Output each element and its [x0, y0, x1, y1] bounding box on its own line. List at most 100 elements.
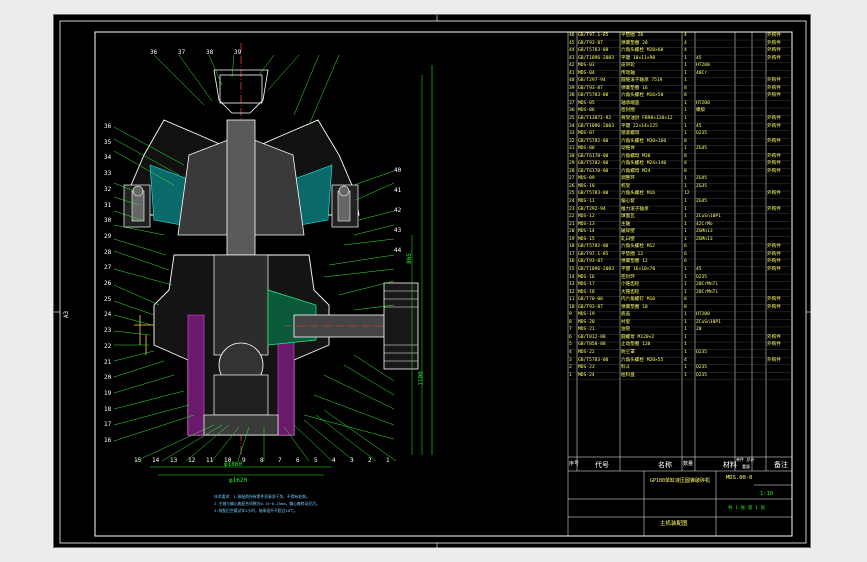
- bom-cell-code: GB/T5783-00: [578, 357, 609, 363]
- bom-cell-n: 14: [569, 274, 575, 280]
- bom-cell-code: MDS-10: [578, 183, 595, 189]
- bom-cell-name: 六角头螺栓 M20×55: [621, 357, 664, 363]
- bom-cell-m: Q235: [696, 365, 708, 371]
- part-number-label: 2: [368, 457, 372, 464]
- bom-cell-code: MDS-18: [578, 289, 595, 295]
- part-number-label: 17: [104, 421, 112, 429]
- bom-cell-name: 六角头螺栓 M12: [621, 244, 656, 250]
- bom-cell-code: GB/T1096-2003: [578, 55, 614, 61]
- bom-cell-name: 六角头螺栓 M16×50: [621, 93, 664, 99]
- bom-cell-q: 1: [684, 214, 687, 220]
- bom-header: 序号 代号 名称 数量 材料 单件 总计 重量 备注: [568, 457, 792, 471]
- bom-cell-q: 1: [684, 63, 687, 69]
- bom-cell-r: 外购件: [767, 251, 781, 257]
- header-weight-unit: 单件 总计: [736, 457, 755, 462]
- header-weight: 重量: [742, 464, 750, 469]
- bom-cell-code: MDS-08: [578, 146, 595, 152]
- part-number-label: 27: [104, 264, 112, 272]
- bom-cell-name: 推力滚子轴承: [621, 206, 649, 212]
- bom-cell-code: GB/T1096-2003: [578, 266, 614, 272]
- part-number-label: 1: [386, 457, 390, 464]
- part-number-label: 43: [394, 227, 402, 234]
- bom-cell-r: 外购件: [767, 116, 781, 122]
- bom-cell-r: 外购件: [767, 206, 781, 212]
- bom-cell-code: GB/T93-87: [578, 304, 603, 310]
- bom-cell-q: 1: [684, 274, 687, 280]
- bom-cell-n: 23: [569, 206, 575, 212]
- bom-cell-m: 橡胶: [696, 108, 706, 114]
- part-number-label: 32: [104, 185, 112, 193]
- bom-cell-name: 平键 16×10×70: [621, 266, 656, 272]
- bom-cell-n: 8: [569, 319, 572, 325]
- bom-cell-name: 平键 18×11×90: [621, 55, 656, 61]
- bom-cell-name: 锁紧螺母: [621, 131, 640, 137]
- bom-cell-n: 16: [569, 259, 575, 265]
- bom-cell-r: 外购件: [767, 168, 781, 174]
- bom-cell-name: 给料盘: [621, 372, 635, 378]
- drawing-name: 主机装配图: [660, 521, 688, 527]
- bom-cell-m: Q235: [696, 372, 708, 378]
- bom-cell-m: 45: [696, 55, 702, 61]
- bom-cell-code: MDS-06: [578, 108, 595, 114]
- bom-cell-q: 1: [684, 319, 687, 325]
- bom-cell-q: 1: [684, 236, 687, 242]
- part-number-label: 40: [394, 167, 402, 174]
- bom-cell-code: GB/T1096-2003: [578, 123, 614, 129]
- bom-cell-q: 1: [684, 266, 687, 272]
- bom-cell-name: 料斗: [621, 365, 631, 371]
- part-number-label: 29: [104, 232, 112, 240]
- bom-cell-name: 衬套: [621, 319, 631, 325]
- bom-cell-name: 主轴: [621, 221, 631, 227]
- part-number-label: 41: [394, 187, 402, 194]
- bom-cell-q: 1: [684, 372, 687, 378]
- bom-cell-q: 4: [684, 357, 687, 363]
- bom-cell-q: 1: [684, 206, 687, 212]
- bom-cell-name: 平垫圈 12: [621, 251, 644, 257]
- bom-cell-m: HT200: [696, 63, 710, 69]
- bom-cell-q: 1: [684, 70, 687, 76]
- bom-cell-code: GB/T6170-00: [578, 168, 609, 174]
- bom-cell-code: GB/T858-88: [578, 342, 606, 348]
- bom-cell-q: 8: [684, 168, 687, 174]
- bom-cell-m: Q235: [696, 274, 708, 280]
- bom-cell-q: 8: [684, 161, 687, 167]
- bom-cell-n: 6: [569, 334, 572, 340]
- part-number-label: 13: [170, 457, 178, 464]
- header-code: 代号: [595, 461, 609, 469]
- bom-cell-n: 41: [569, 70, 575, 76]
- part-number-label: 38: [206, 49, 214, 56]
- part-number-label: 5: [314, 457, 318, 464]
- bom-cell-q: 4: [684, 40, 687, 46]
- bom-cell-m: 20: [696, 327, 702, 333]
- bom-cell-r: 外购件: [767, 191, 781, 197]
- bom-cell-n: 36: [569, 108, 575, 114]
- bom-cell-n: 12: [569, 289, 575, 295]
- bom-cell-name: 油管: [621, 327, 631, 333]
- header-remark: 备注: [774, 461, 788, 469]
- bom-cell-name: 六角螺母 M24: [621, 168, 651, 174]
- bom-cell-code: GB/T93-87: [578, 85, 603, 91]
- bom-cell-name: 内六角螺钉 M10: [621, 297, 656, 303]
- part-number-label: 9: [242, 457, 246, 464]
- bom-cell-n: 4: [569, 349, 572, 355]
- bom-cell-m: ZCuSn10P1: [696, 214, 721, 220]
- bom-cell-r: 外购件: [767, 244, 781, 250]
- bom-cell-r: 外购件: [767, 55, 781, 61]
- part-number-label: 19: [104, 389, 112, 397]
- project-name: GP100单缸液压圆锥破碎机: [650, 478, 711, 484]
